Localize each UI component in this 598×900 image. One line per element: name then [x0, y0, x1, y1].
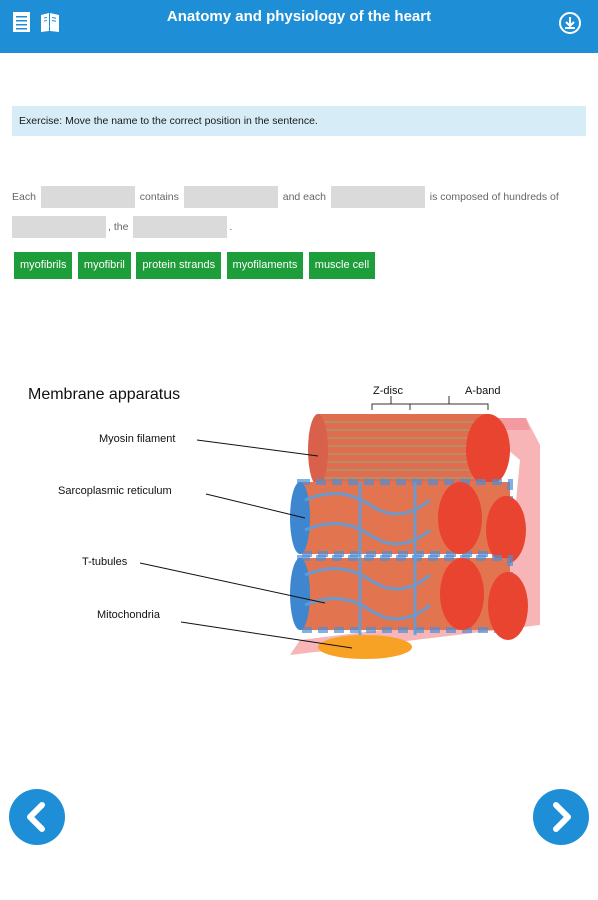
exercise-instruction: Exercise: Move the name to the correct p… — [19, 115, 318, 127]
myosin-leader-line — [196, 439, 319, 457]
chip-myofibrils[interactable]: myofibrils — [14, 252, 73, 279]
chevron-right-icon — [553, 802, 571, 832]
mitochondrion-shape — [318, 635, 412, 659]
chip-myofibril[interactable]: myofibril — [77, 252, 131, 279]
drop-blank-1[interactable] — [40, 186, 135, 209]
sentence-text: Each — [12, 191, 36, 203]
band-brackets — [371, 396, 489, 410]
book-icon[interactable] — [38, 10, 62, 34]
sentence-text: , the — [108, 221, 129, 233]
chevron-left-icon — [27, 802, 45, 832]
drop-blank-5[interactable] — [133, 216, 228, 239]
zdisc-label: Z-disc — [373, 385, 403, 397]
myofibril-middle — [290, 479, 526, 564]
ttubules-leader-line — [139, 562, 326, 604]
figure-title: Membrane apparatus — [28, 386, 180, 403]
drop-blank-2[interactable] — [183, 186, 278, 209]
sentence-text: . — [229, 221, 233, 233]
app-header: Anatomy and physiology of the heart — [0, 0, 598, 53]
download-icon[interactable] — [558, 11, 582, 35]
membrane-background — [290, 418, 540, 655]
sentence-text: is composed of hundreds of — [429, 191, 559, 203]
myosin-filament-label: Myosin filament — [99, 433, 175, 445]
sentence-area: Each contains and each is composed of hu… — [12, 182, 590, 242]
myofibril-top — [308, 414, 510, 486]
sr-leader-line — [205, 493, 306, 519]
page-title: Anatomy and physiology of the heart — [166, 8, 432, 25]
sarcoplasmic-reticulum-label: Sarcoplasmic reticulum — [58, 485, 172, 497]
drop-blank-4[interactable] — [12, 216, 106, 239]
aband-label: A-band — [465, 385, 500, 397]
chip-protein-strands[interactable]: protein strands — [136, 252, 222, 279]
sentence-text: and each — [282, 191, 326, 203]
chip-myofilaments[interactable]: myofilaments — [226, 252, 304, 279]
sarcoplasmic-reticulum-network — [304, 482, 431, 635]
mito-leader-line — [180, 621, 353, 649]
exercise-instruction-banner: Exercise: Move the name to the correct p… — [12, 106, 586, 136]
mitochondria-label: Mitochondria — [97, 609, 161, 621]
word-chips: myofibrils myofibril protein strands myo… — [14, 252, 376, 279]
list-icon[interactable] — [10, 10, 34, 34]
chip-muscle-cell[interactable]: muscle cell — [308, 252, 376, 279]
t-tubules-label: T-tubules — [82, 556, 128, 568]
drop-blank-3[interactable] — [330, 186, 425, 209]
next-button[interactable] — [533, 789, 589, 845]
sentence-text: contains — [139, 191, 179, 203]
membrane-apparatus-figure: Membrane apparatus — [28, 385, 540, 659]
previous-button[interactable] — [9, 789, 65, 845]
